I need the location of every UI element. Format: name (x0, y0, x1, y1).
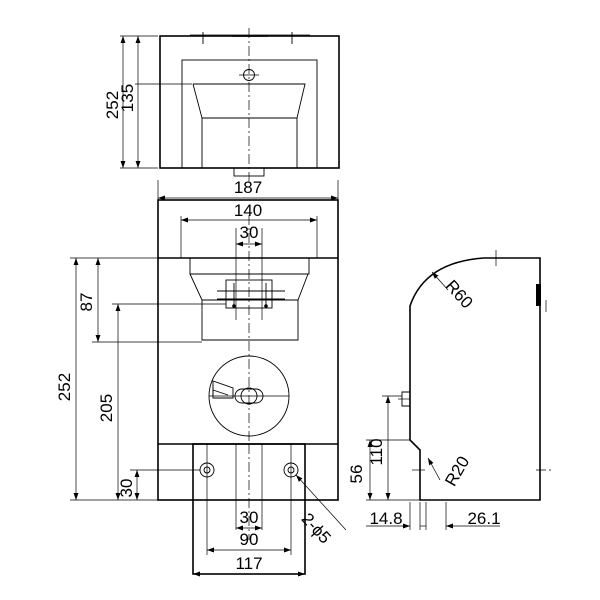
front-view-outline (157, 199, 339, 501)
top-view-dimensions: 252 135 (103, 35, 192, 169)
top-view (159, 28, 340, 182)
dim-body-height: 252 (55, 373, 74, 401)
dim-top-height: 252 (103, 91, 122, 119)
dim-side-depth: 26.1 (467, 509, 500, 528)
dim-side-offset: 14.8 (369, 509, 402, 528)
dim-side-low-height: 56 (347, 465, 366, 484)
side-view: R60 R20 56 110 14.8 26.1 (347, 250, 552, 530)
dim-hole-spacing: 30 (240, 508, 259, 527)
dim-overall-width: 187 (234, 178, 262, 197)
side-view-outline (409, 257, 541, 501)
dim-mid-height: 205 (97, 394, 116, 422)
dim-inner-width: 140 (234, 201, 262, 220)
dim-top-inner-height: 135 (118, 84, 137, 112)
dim-base-width: 117 (235, 554, 262, 573)
dim-slot-width: 30 (240, 223, 259, 242)
front-view-dimensions: 187 140 30 252 87 205 30 (55, 178, 339, 501)
dim-side-mid-height: 110 (367, 438, 386, 465)
front-view (157, 199, 339, 575)
base-dimensions: 30 90 117 2-ϕ5 (193, 474, 347, 577)
dim-hole-span: 90 (240, 530, 259, 549)
dim-bottom-radius: R20 (441, 453, 473, 490)
dim-upper-offset: 87 (77, 293, 96, 312)
dim-bottom-height: 30 (117, 479, 136, 498)
top-view-outline (159, 35, 340, 169)
dim-top-radius: R60 (442, 276, 477, 312)
dim-hole-callout: 2-ϕ5 (298, 509, 335, 547)
